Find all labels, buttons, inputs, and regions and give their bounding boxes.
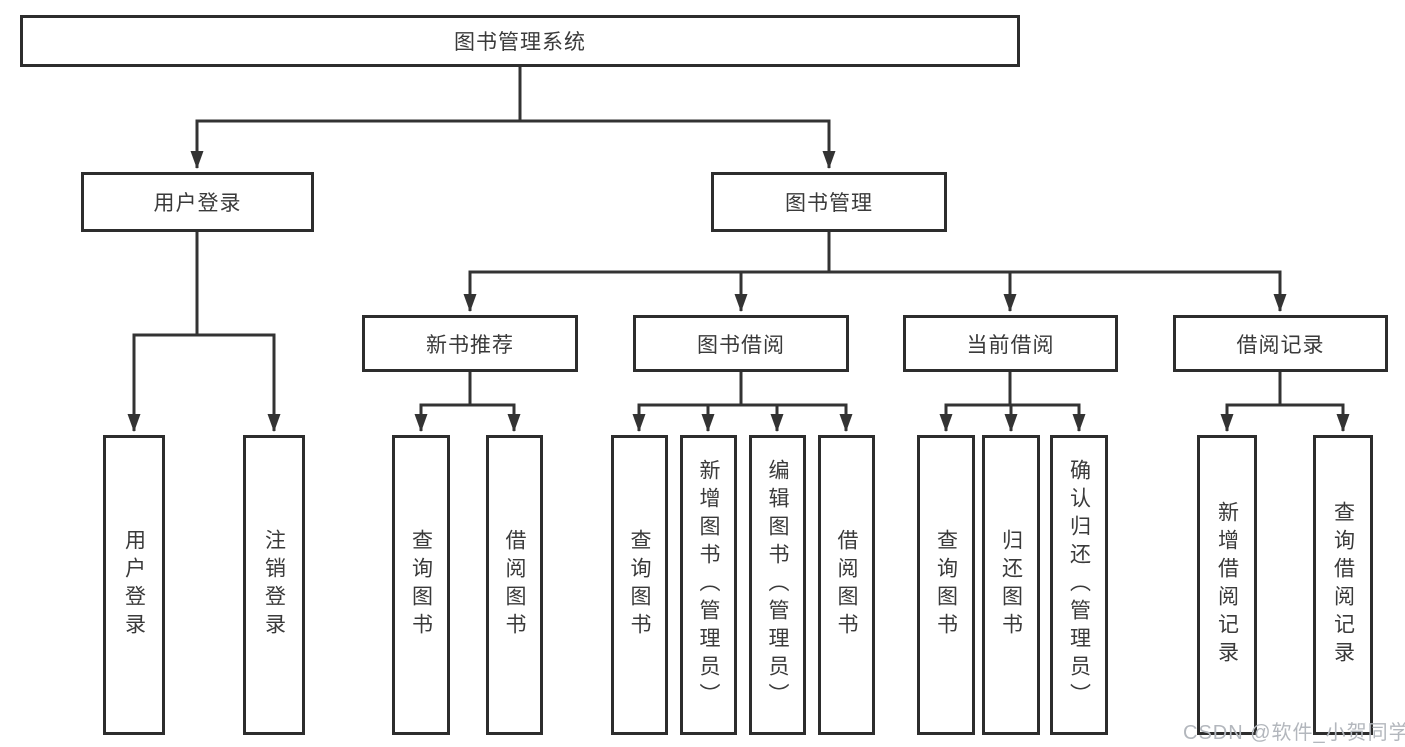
leaf-label: 查询图书	[628, 529, 651, 641]
watermark: CSDN @软件_小贺同学	[1183, 722, 1405, 744]
leaf-borrow-query-books: 查询图书	[611, 435, 668, 735]
leaf-label: 确认归还（管理员）	[1067, 459, 1091, 711]
leaf-label: 新增图书（管理员）	[697, 459, 720, 711]
leaf-label: 注销登录	[262, 529, 286, 641]
node-borrow-record: 借阅记录	[1173, 315, 1388, 372]
node-label: 当前借阅	[966, 333, 1055, 357]
node-label: 新书推荐	[426, 333, 514, 357]
node-label: 图书管理	[785, 192, 873, 215]
node-book-management: 图书管理	[711, 172, 947, 232]
leaf-label: 查询借阅记录	[1331, 501, 1355, 669]
leaf-label: 新增借阅记录	[1215, 501, 1239, 669]
leaf-borrow-edit-books-admin: 编辑图书（管理员）	[749, 435, 806, 735]
node-label: 图书借阅	[697, 333, 785, 357]
node-root: 图书管理系统	[20, 15, 1020, 67]
leaf-record-add-borrow-record: 新增借阅记录	[1197, 435, 1257, 735]
leaf-label: 借阅图书	[503, 529, 526, 641]
leaf-current-query-books: 查询图书	[917, 435, 975, 735]
node-label: 借阅记录	[1236, 333, 1325, 357]
leaf-current-return-books: 归还图书	[982, 435, 1040, 735]
leaf-label: 查询图书	[409, 529, 433, 641]
node-new-book-recommend: 新书推荐	[362, 315, 578, 372]
leaf-label: 编辑图书（管理员）	[766, 459, 789, 711]
leaf-borrow-borrow-books: 借阅图书	[818, 435, 875, 735]
node-current-borrow: 当前借阅	[903, 315, 1118, 372]
leaf-label: 查询图书	[934, 529, 958, 641]
node-label: 用户登录	[153, 192, 242, 215]
leaf-current-confirm-return-admin: 确认归还（管理员）	[1050, 435, 1108, 735]
leaf-record-query-borrow-record: 查询借阅记录	[1313, 435, 1373, 735]
node-user-login: 用户登录	[81, 172, 314, 232]
leaf-newbook-query-books: 查询图书	[392, 435, 450, 735]
leaf-label: 归还图书	[999, 529, 1023, 641]
leaf-label: 用户登录	[122, 529, 146, 641]
leaf-logout: 注销登录	[243, 435, 305, 735]
node-book-borrow: 图书借阅	[633, 315, 849, 372]
leaf-newbook-borrow-books: 借阅图书	[486, 435, 543, 735]
leaf-label: 借阅图书	[835, 529, 858, 641]
node-label: 图书管理系统	[454, 31, 586, 54]
leaf-user-login: 用户登录	[103, 435, 165, 735]
leaf-borrow-add-books-admin: 新增图书（管理员）	[680, 435, 737, 735]
